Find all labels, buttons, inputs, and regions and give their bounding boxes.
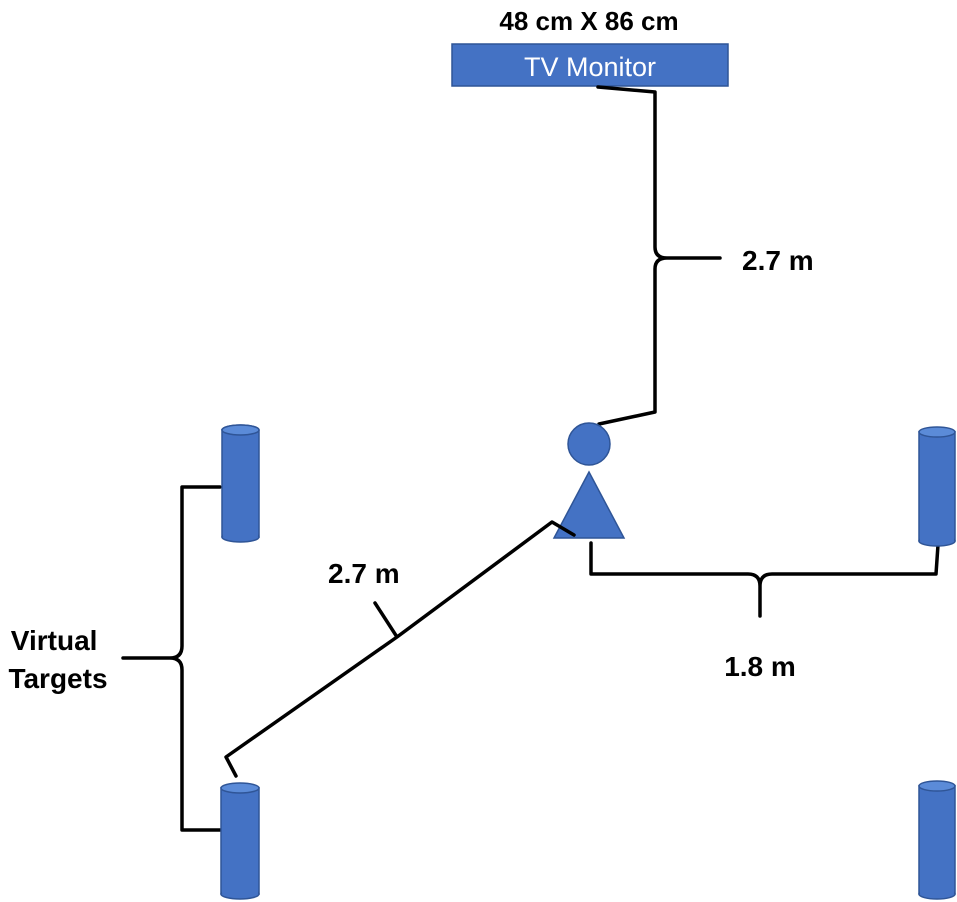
target-cylinder-bottom-left <box>220 782 260 900</box>
tv-monitor: TV Monitor <box>451 43 729 87</box>
target-cylinder-top-left <box>221 424 260 543</box>
monitor-person-distance-label: 2.7 m <box>742 245 814 276</box>
target-spacing-label: 1.8 m <box>724 651 796 682</box>
tv-monitor-rect <box>451 43 729 87</box>
virtual-targets-label: Virtual Targets <box>8 625 107 694</box>
tv-monitor-label: TV Monitor <box>524 52 656 82</box>
person-target-diagonal-brace <box>224 520 576 778</box>
virtual-targets-brace <box>121 485 222 832</box>
monitor-size-label: 48 cm X 86 cm <box>499 6 678 36</box>
virtual-targets-label-line1: Virtual <box>11 625 98 656</box>
target-cylinder-bottom-right <box>918 780 956 900</box>
person-body <box>552 470 626 539</box>
person-target-distance-label: 2.7 m <box>328 558 400 589</box>
target-spacing-brace <box>589 541 940 618</box>
person-icon <box>552 422 626 539</box>
person-head <box>567 422 611 466</box>
virtual-targets-label-line2: Targets <box>8 663 107 694</box>
monitor-person-brace <box>596 85 722 426</box>
target-cylinder-top-right <box>918 426 956 547</box>
